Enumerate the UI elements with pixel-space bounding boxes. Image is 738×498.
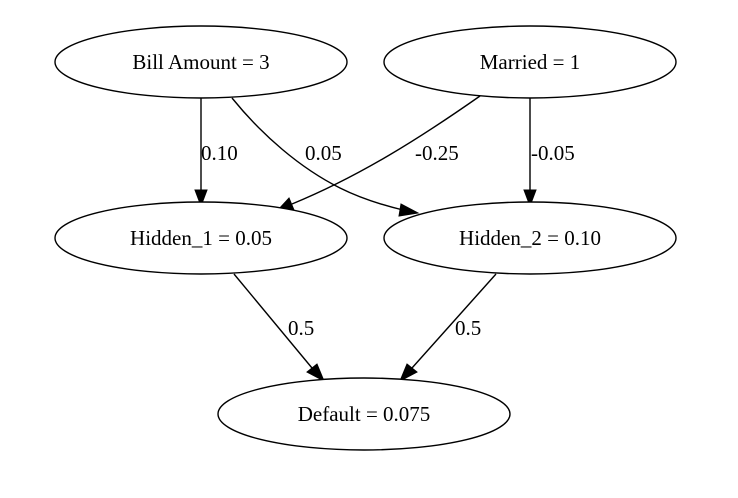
node-shape-bill-amount <box>54 25 348 99</box>
arrowhead-hidden1-to-default <box>306 363 325 383</box>
edge-married-to-hidden2: -0.05 <box>523 98 575 208</box>
edge-hidden2-to-default: 0.5 <box>399 273 497 383</box>
node-default: Default = 0.075 <box>217 377 511 451</box>
edge-label-bill-to-hidden1: 0.10 <box>201 141 238 165</box>
edge-line-hidden2-to-default <box>411 273 497 369</box>
edge-label-married-to-hidden1: -0.25 <box>415 141 459 165</box>
node-married: Married = 1 <box>383 25 677 99</box>
edge-label-bill-to-hidden2: 0.05 <box>305 141 342 165</box>
node-shape-married <box>383 25 677 99</box>
arrowhead-bill-to-hidden2 <box>398 203 420 217</box>
edge-line-married-to-hidden1 <box>291 95 481 205</box>
edge-label-hidden2-to-default: 0.5 <box>455 316 481 340</box>
edges: 0.10 0.05 -0.25 -0.05 0.5 <box>194 95 575 383</box>
edge-line-hidden1-to-default <box>233 273 313 369</box>
edge-married-to-hidden1: -0.25 <box>275 95 481 212</box>
node-label-hidden-2: Hidden_2 = 0.10 <box>459 226 601 250</box>
node-hidden-2: Hidden_2 = 0.10 <box>383 201 677 275</box>
node-label-bill-amount: Bill Amount = 3 <box>132 50 269 74</box>
edge-bill-to-hidden2: 0.05 <box>231 97 420 217</box>
node-bill-amount: Bill Amount = 3 <box>54 25 348 99</box>
node-shape-hidden-2 <box>383 201 677 275</box>
edge-label-hidden1-to-default: 0.5 <box>288 316 314 340</box>
node-label-married: Married = 1 <box>480 50 580 74</box>
edge-label-married-to-hidden2: -0.05 <box>531 141 575 165</box>
nodes: Bill Amount = 3 Married = 1 Hidden_1 = 0… <box>54 25 677 451</box>
arrowhead-bill-to-hidden1 <box>194 189 208 208</box>
node-shape-default <box>217 377 511 451</box>
edge-line-bill-to-hidden2 <box>231 97 404 211</box>
arrowhead-hidden2-to-default <box>399 363 418 383</box>
arrowhead-married-to-hidden2 <box>523 189 537 208</box>
edge-bill-to-hidden1: 0.10 <box>194 98 238 208</box>
edge-hidden1-to-default: 0.5 <box>233 273 325 383</box>
node-hidden-1: Hidden_1 = 0.05 <box>54 201 348 275</box>
node-label-hidden-1: Hidden_1 = 0.05 <box>130 226 272 250</box>
node-shape-hidden-1 <box>54 201 348 275</box>
node-label-default: Default = 0.075 <box>298 402 431 426</box>
